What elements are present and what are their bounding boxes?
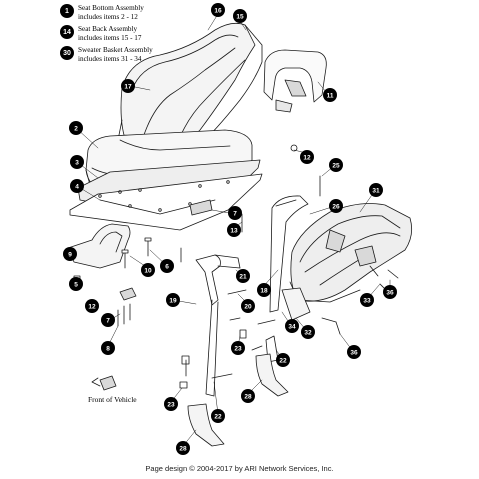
svg-text:4: 4	[75, 183, 79, 190]
callout-9: 9	[63, 247, 77, 261]
svg-text:28: 28	[179, 445, 187, 452]
callout-7-lower: 7	[101, 313, 115, 327]
legend-title: Seat Bottom Assembly	[78, 4, 144, 12]
callout-22-upper: 22	[276, 353, 290, 367]
callout-10: 10	[141, 263, 155, 277]
svg-text:28: 28	[244, 393, 252, 400]
svg-text:13: 13	[230, 227, 238, 234]
svg-text:15: 15	[236, 13, 244, 20]
callout-11: 11	[323, 88, 337, 102]
svg-text:32: 32	[304, 329, 312, 336]
callout-5: 5	[69, 277, 83, 291]
callout-32: 32	[301, 325, 315, 339]
svg-text:22: 22	[214, 413, 222, 420]
callout-markers: 16 15 17 11 2 12 3 25 4 31 26 7 6 13 10 …	[63, 3, 397, 455]
svg-text:3: 3	[75, 159, 79, 166]
svg-text:36: 36	[350, 349, 358, 356]
legend-subtitle: includes items 15 - 17	[78, 33, 142, 42]
callout-17: 17	[121, 79, 135, 93]
callout-21: 21	[236, 269, 250, 283]
callout-22-lower: 22	[211, 409, 225, 423]
svg-text:34: 34	[288, 323, 296, 330]
callout-16: 16	[211, 3, 225, 17]
svg-text:9: 9	[68, 251, 72, 258]
svg-text:2: 2	[74, 125, 78, 132]
svg-text:12: 12	[303, 154, 311, 161]
callout-31: 31	[369, 183, 383, 197]
callout-13: 13	[227, 223, 241, 237]
svg-text:23: 23	[234, 345, 242, 352]
basket-bracket	[281, 265, 399, 335]
svg-text:31: 31	[372, 187, 380, 194]
svg-text:5: 5	[74, 281, 78, 288]
svg-text:36: 36	[386, 289, 394, 296]
callout-23-upper: 23	[231, 341, 245, 355]
legend-badge: 1	[60, 4, 74, 18]
legend-badge: 14	[60, 25, 74, 39]
callout-2: 2	[69, 121, 83, 135]
svg-text:19: 19	[169, 297, 177, 304]
callout-26: 26	[329, 199, 343, 213]
callout-4: 4	[70, 179, 84, 193]
svg-text:7: 7	[233, 210, 237, 217]
svg-text:17: 17	[124, 83, 132, 90]
hinge-plate	[119, 199, 213, 301]
callout-34: 34	[285, 319, 299, 333]
callout-12: 12	[300, 150, 314, 164]
svg-text:7: 7	[106, 317, 110, 324]
lower-hardware	[179, 289, 276, 389]
front-arrow-icon	[91, 375, 117, 391]
callout-33: 33	[360, 293, 374, 307]
callout-20: 20	[241, 299, 255, 313]
seat-handle	[67, 223, 131, 269]
callout-6: 6	[160, 259, 174, 273]
svg-text:33: 33	[363, 297, 371, 304]
callout-28-lower: 28	[176, 441, 190, 455]
hand-rail-bracket	[263, 49, 327, 113]
svg-text:8: 8	[106, 345, 110, 352]
svg-text:21: 21	[239, 273, 247, 280]
callout-8: 8	[101, 341, 115, 355]
callout-12-lower: 12	[85, 299, 99, 313]
svg-text:11: 11	[327, 92, 334, 99]
svg-text:26: 26	[332, 203, 340, 210]
front-of-vehicle-label: Front of Vehicle	[88, 395, 137, 404]
callout-36-lower: 36	[347, 345, 361, 359]
svg-text:10: 10	[144, 267, 152, 274]
callout-19: 19	[166, 293, 180, 307]
legend-subtitle: includes items 2 - 12	[78, 12, 138, 21]
callout-28-upper: 28	[241, 389, 255, 403]
legend-title: Sweater Basket Assembly	[78, 46, 153, 54]
seat-back-assembly	[117, 22, 263, 156]
seat-pan	[69, 159, 263, 231]
callout-18: 18	[257, 283, 271, 297]
callout-7: 7	[228, 206, 242, 220]
callout-25: 25	[329, 158, 343, 172]
front-support-frame	[195, 254, 241, 397]
legend-badge: 30	[60, 46, 74, 60]
svg-text:20: 20	[244, 303, 252, 310]
legend-subtitle: includes items 31 - 34	[78, 54, 142, 63]
page-credit: Page design © 2004-2017 by ARI Network S…	[145, 464, 334, 473]
callout-label: 16	[214, 7, 222, 14]
svg-text:25: 25	[332, 162, 340, 169]
callout-36-upper: 36	[383, 285, 397, 299]
svg-text:23: 23	[167, 401, 175, 408]
callout-3: 3	[70, 155, 84, 169]
sweater-basket	[289, 203, 413, 303]
svg-text:18: 18	[260, 287, 268, 294]
callout-23-lower: 23	[164, 397, 178, 411]
support-feet	[187, 353, 289, 447]
legend-title: Seat Back Assembly	[78, 25, 138, 33]
svg-text:22: 22	[279, 357, 287, 364]
callout-15: 15	[233, 9, 247, 23]
svg-text:6: 6	[165, 263, 169, 270]
svg-text:12: 12	[88, 303, 96, 310]
